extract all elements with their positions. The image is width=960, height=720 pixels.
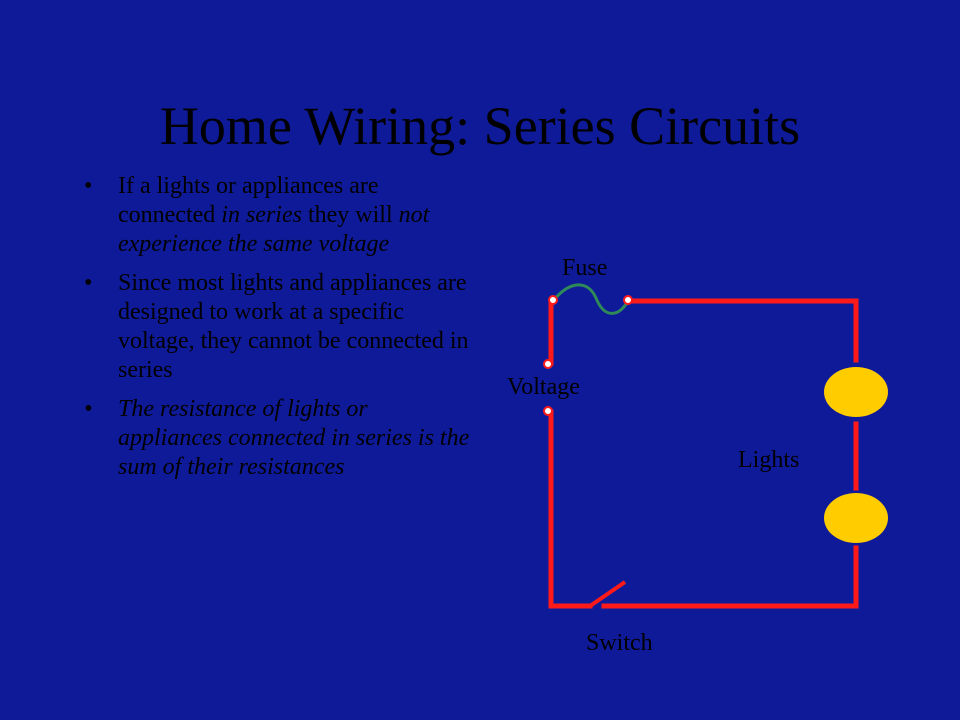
bullet-dot: • [84,173,93,199]
bullet-text: Since most lights and appliances are des… [118,270,469,383]
fuse-element [551,283,630,315]
switch-blade [588,580,627,608]
bullet-emphasis: not experience the same voltage [118,202,430,257]
terminals [543,295,633,416]
bullet-text: If a lights or appliances are connected [118,173,379,228]
slide-title: Home Wiring: Series Circuits [159,96,801,156]
voltage-terminal-top [543,359,553,369]
series-circuit-diagram: Fuse Voltage Lights Switch [507,255,888,656]
bullet-item: • The resistance of lights or appliances… [84,395,474,482]
bullet-emphasis: in series [221,202,302,228]
bullet-item: • Since most lights and appliances are d… [84,269,474,385]
voltage-terminal-bottom [543,406,553,416]
switch-label: Switch [586,630,653,656]
circuit-wires [548,298,859,609]
bullet-text: The resistance of lights or appliances c… [118,396,470,480]
bullet-list: • If a lights or appliances are connecte… [84,172,474,492]
light-bulb-lower [824,493,888,543]
light-bulb-upper [824,367,888,417]
bullet-text: they will [301,202,399,228]
lights-label: Lights [738,447,799,473]
bullet-dot: • [84,270,93,296]
bullet-dot: • [84,396,93,422]
fuse-label: Fuse [562,255,607,281]
bullet-item: • If a lights or appliances are connecte… [84,172,474,259]
fuse-terminal-left [548,295,558,305]
fuse-terminal-right [623,295,633,305]
voltage-label: Voltage [507,374,580,400]
